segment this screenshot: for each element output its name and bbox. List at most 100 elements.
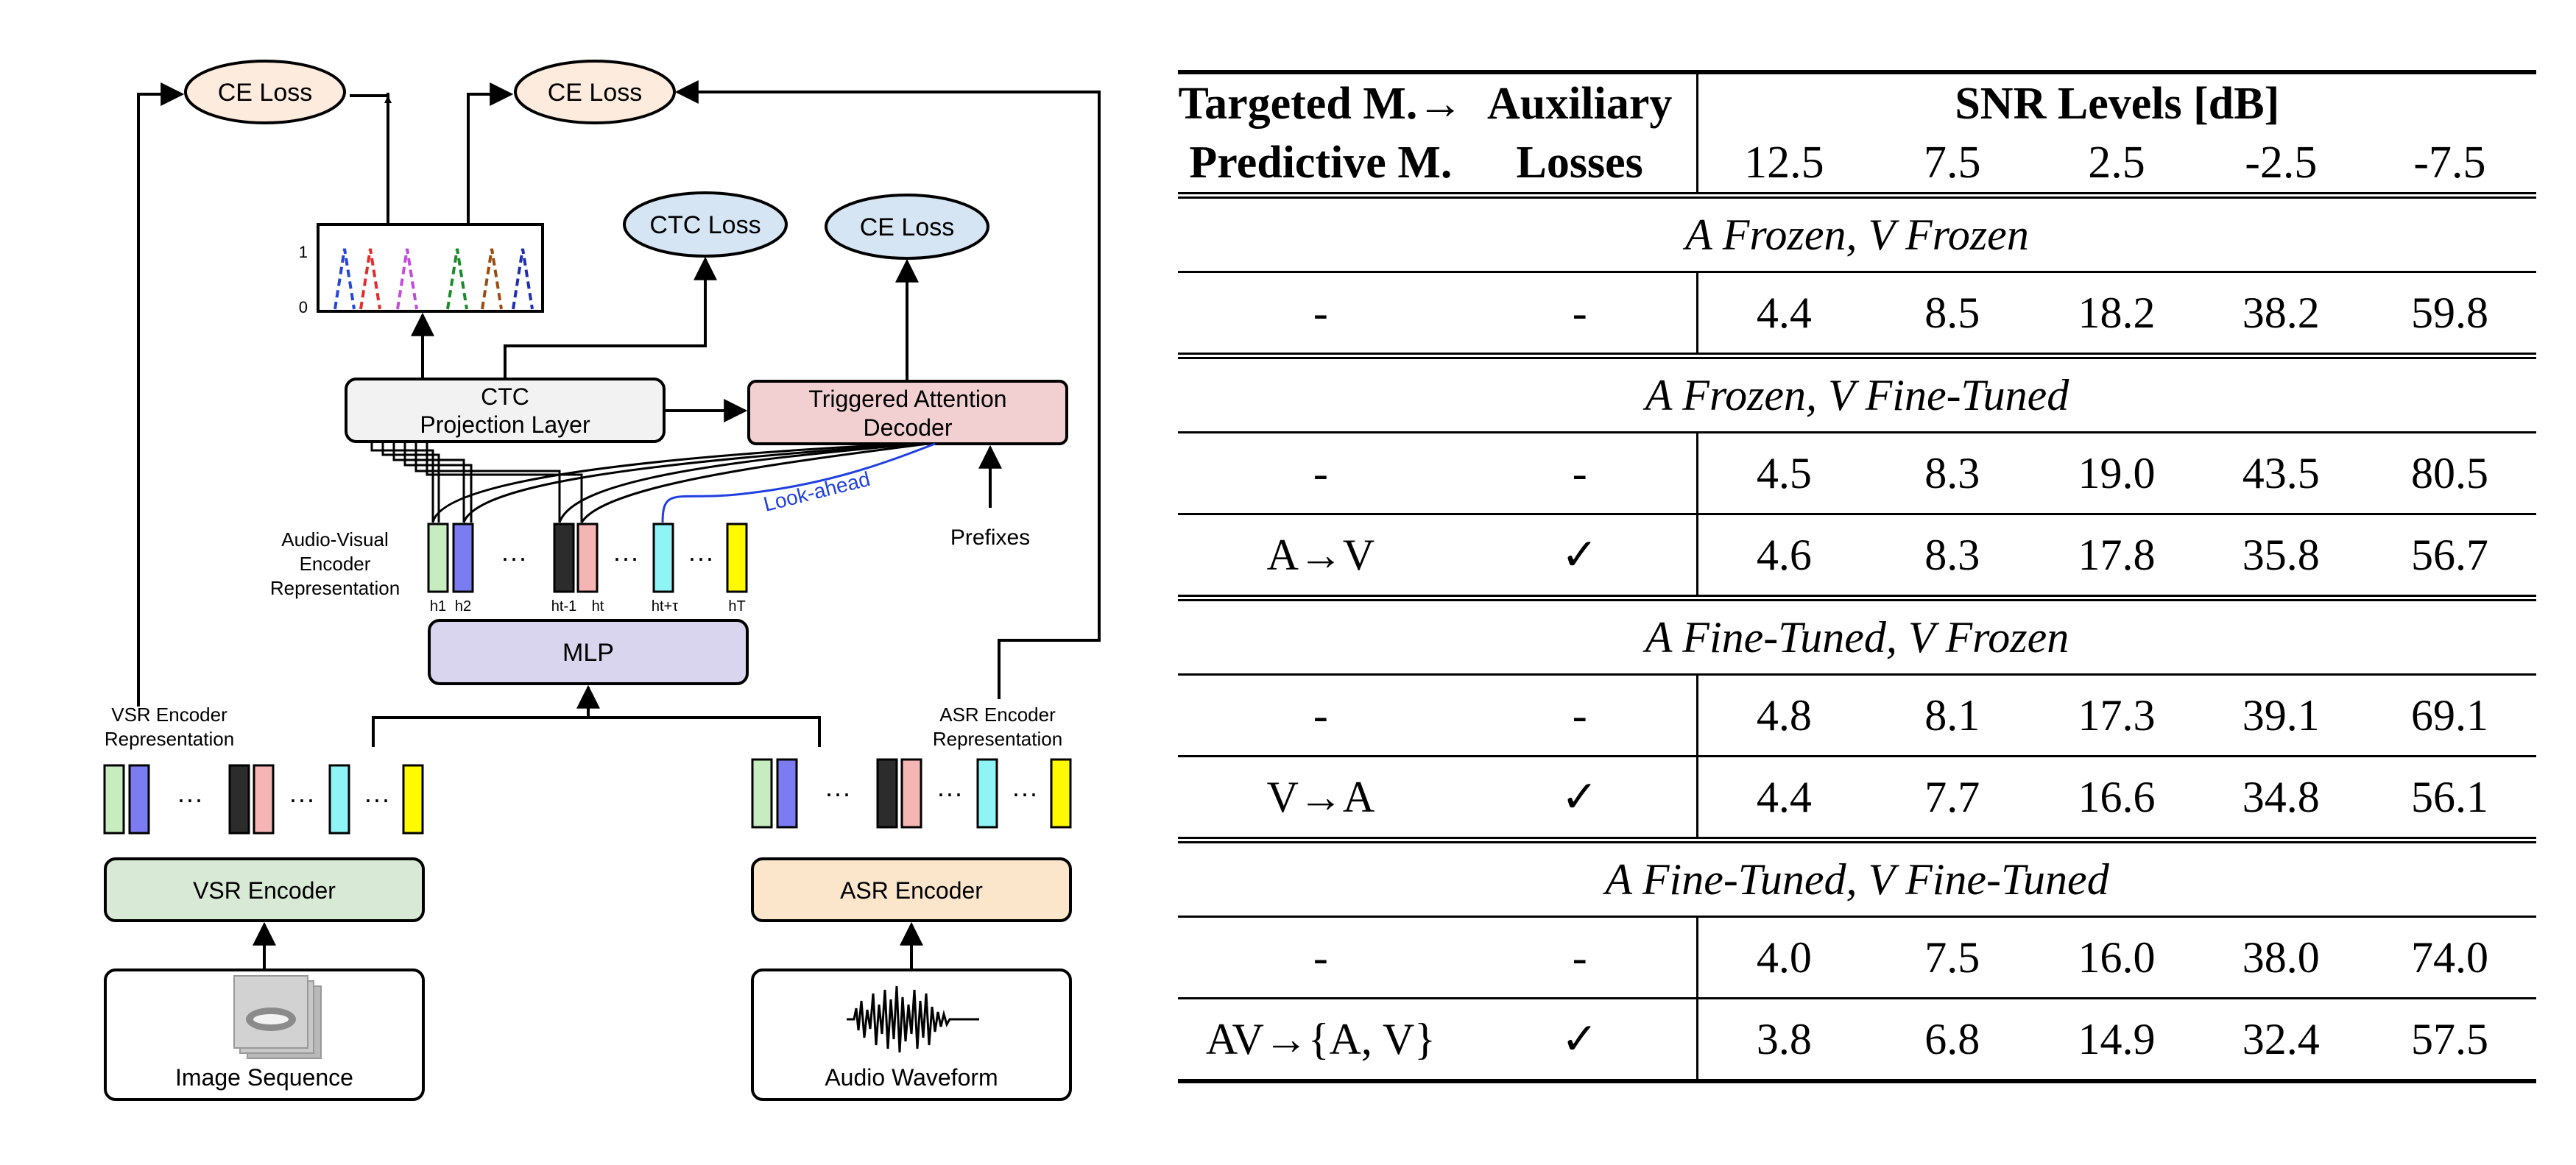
cell-targeted: - (1313, 932, 1328, 982)
cell-value: 32.4 (2242, 1014, 2320, 1063)
cell-value: 17.8 (2078, 530, 2156, 579)
cell-value: 8.1 (1924, 690, 1980, 740)
table-row: V→A ✓ 4.4 7.7 16.6 34.8 56.1 (1178, 756, 2536, 840)
cell-value: 14.9 (2078, 1014, 2156, 1063)
table-row: A→V ✓ 4.6 8.3 17.8 35.8 56.7 (1178, 514, 2536, 598)
vsr-encoder-label: VSR Encoder (193, 877, 336, 904)
vsr-ellipsis-2: ··· (289, 784, 315, 814)
cell-value: 38.2 (2242, 288, 2320, 337)
group-title: A Fine-Tuned, V Frozen (1645, 612, 2069, 662)
av-rep-label-3: Representation (270, 577, 400, 599)
cell-aux: - (1572, 448, 1587, 497)
image-sequence-label: Image Sequence (175, 1064, 353, 1091)
cell-value: 69.1 (2410, 690, 2488, 740)
tad-label-2: Decoder (864, 414, 953, 441)
vsr-ellipsis-1: ··· (177, 784, 203, 814)
plot-axis-zero: 0 (299, 298, 308, 316)
mlp-block (428, 619, 749, 685)
ce-loss-label-3: CE Loss (860, 213, 955, 241)
cell-value: 56.7 (2410, 530, 2488, 579)
table-row: - - 4.5 8.3 19.0 43.5 80.5 (1178, 432, 2536, 514)
waveform-icon (847, 985, 979, 1053)
lookahead-label: Look-ahead (761, 467, 872, 516)
ce-loss-node-3 (825, 194, 989, 260)
h-label-3: ht-1 (551, 598, 576, 615)
cell-targeted: AV→{A, V} (1205, 1014, 1436, 1063)
table-row: - - 4.4 8.5 18.2 38.2 59.8 (1178, 272, 2536, 356)
vsr-rep-label-1: VSR Encoder (111, 704, 227, 726)
group-title: A Frozen, V Frozen (1685, 210, 2029, 259)
cell-value: 8.3 (1924, 530, 1980, 579)
cell-value: 4.8 (1695, 674, 1871, 757)
cell-value: 38.0 (2242, 932, 2320, 982)
av-rep-label-2: Encoder (300, 553, 371, 575)
vsr-rep-label-2: Representation (105, 728, 234, 750)
cell-targeted: - (1313, 448, 1328, 497)
table-row: AV→{A, V} ✓ 3.8 6.8 14.9 32.4 57.5 (1178, 998, 2536, 1081)
table-row: - - 4.0 7.5 16.0 38.0 74.0 (1178, 916, 2536, 999)
vsr-tokens (103, 764, 424, 835)
asr-ellipsis-3: ··· (1012, 778, 1038, 808)
architecture-diagram: CE Loss CE Loss CTC Loss CE Loss 1 0 CTC… (103, 60, 1101, 1101)
asr-encoder-label: ASR Encoder (840, 877, 983, 904)
snr-title: SNR Levels [dB] (1695, 72, 2536, 133)
cell-value: 16.0 (2078, 932, 2156, 982)
asr-ellipsis-1: ··· (825, 778, 851, 808)
snr-level: -2.5 (2245, 138, 2318, 188)
cell-value: 4.4 (1695, 272, 1871, 356)
snr-level: -7.5 (2413, 138, 2486, 188)
ctc-loss-label: CTC Loss (649, 211, 761, 239)
h-label-4: ht (592, 598, 604, 615)
h-label-1: h1 (430, 598, 446, 615)
vsr-ellipsis-3: ··· (364, 784, 390, 814)
av-ellipsis-2: ··· (613, 542, 639, 573)
group-title: A Frozen, V Fine-Tuned (1645, 370, 2069, 419)
ctc-projection-label-1: CTC (481, 383, 529, 410)
cell-value: 74.0 (2410, 932, 2488, 982)
ctc-spike-plot (317, 223, 544, 313)
prefixes-label: Prefixes (950, 525, 1030, 550)
cell-value: 6.8 (1924, 1014, 1980, 1063)
cell-value: 4.4 (1695, 756, 1871, 840)
asr-rep-label-2: Representation (933, 728, 1062, 750)
h-label-5: ht+τ (652, 598, 678, 615)
vsr-encoder-block (104, 857, 425, 922)
cell-value: 34.8 (2242, 772, 2320, 821)
h-label-6: hT (728, 598, 745, 615)
ctc-spikes (334, 248, 534, 310)
cell-aux-check: ✓ (1561, 1015, 1598, 1063)
cell-aux-check: ✓ (1561, 773, 1598, 821)
cell-value: 4.5 (1695, 432, 1871, 514)
table-row: - - 4.8 8.1 17.3 39.1 69.1 (1178, 674, 2536, 757)
cell-value: 4.6 (1695, 514, 1871, 598)
ctc-loss-node (623, 191, 788, 258)
cell-value: 57.5 (2410, 1014, 2488, 1063)
cell-value: 19.0 (2078, 448, 2156, 497)
h-label-2: h2 (455, 598, 471, 615)
cell-value: 7.7 (1924, 772, 1980, 821)
col-targeted-header-2: Predictive M. (1189, 138, 1453, 188)
cell-targeted: A→V (1266, 530, 1375, 579)
snr-level: 7.5 (1923, 138, 1981, 188)
lookahead-curve (661, 442, 936, 523)
ce-loss-node-1 (184, 60, 346, 124)
av-ellipsis-1: ··· (501, 542, 527, 573)
snr-level: 2.5 (2088, 138, 2145, 188)
cell-value: 7.5 (1924, 932, 1980, 982)
cell-value: 59.8 (2410, 288, 2488, 337)
col-aux-header-2: Losses (1516, 138, 1643, 188)
tad-label-1: Triggered Attention (808, 386, 1006, 412)
ce-loss-label-1: CE Loss (218, 79, 313, 107)
cell-targeted: V→A (1266, 772, 1375, 821)
audio-waveform-label: Audio Waveform (825, 1064, 998, 1091)
asr-encoder-block (751, 857, 1072, 922)
snr-level: 12.5 (1695, 133, 1871, 196)
plot-axis-one: 1 (299, 243, 308, 261)
lips-image-icon (233, 975, 322, 1059)
mlp-label: MLP (562, 639, 614, 667)
results-table: Targeted M.→ Auxiliary SNR Levels [dB] P… (1178, 70, 2536, 1083)
cell-value: 16.6 (2078, 772, 2156, 821)
cell-value: 8.3 (1924, 448, 1980, 497)
cell-value: 80.5 (2410, 448, 2488, 497)
av-rep-label-1: Audio-Visual (281, 528, 389, 550)
